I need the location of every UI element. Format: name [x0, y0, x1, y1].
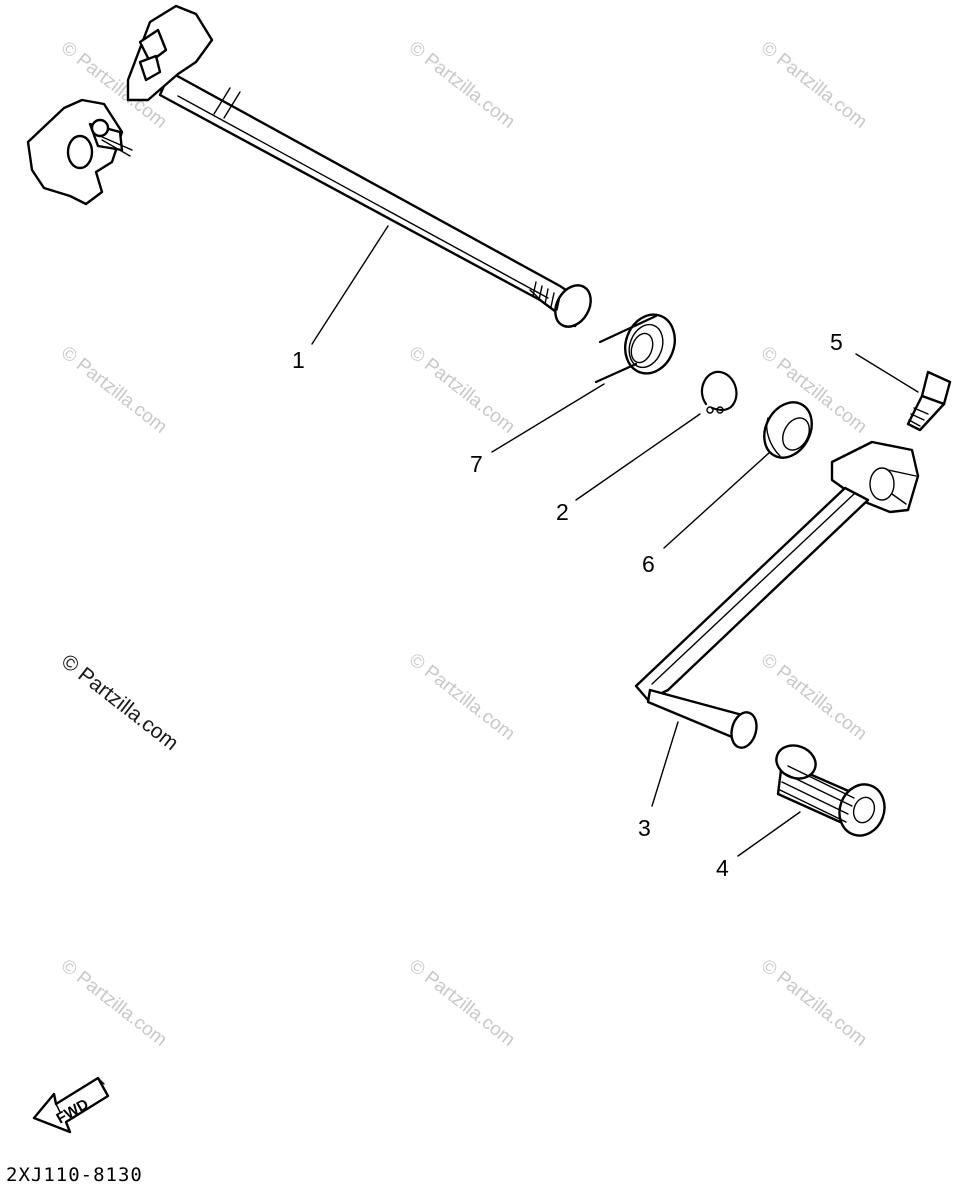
- watermark: © Partzilla.com: [757, 649, 871, 744]
- callout-7: 7: [470, 451, 483, 477]
- leader-5: [855, 353, 919, 393]
- leader-2: [575, 413, 701, 501]
- leader-1: [311, 225, 389, 345]
- watermark-layer: © Partzilla.com © Partzilla.com © Partzi…: [57, 37, 871, 1050]
- watermark: © Partzilla.com: [57, 342, 171, 437]
- part-circlip: [700, 370, 738, 414]
- callout-5: 5: [830, 329, 843, 355]
- fwd-arrow-icon: FWD: [32, 1076, 110, 1134]
- callout-3: 3: [638, 815, 651, 841]
- watermark: © Partzilla.com: [57, 955, 171, 1050]
- watermark: © Partzilla.com: [405, 37, 519, 132]
- part-shift-shaft: [26, 4, 592, 328]
- callout-6: 6: [642, 551, 655, 577]
- leader-3: [651, 721, 679, 807]
- leader-lines: [311, 225, 919, 857]
- watermark: © Partzilla.com: [757, 955, 871, 1050]
- callout-2: 2: [556, 499, 569, 525]
- diagram-code: 2XJ110-8130: [6, 1164, 143, 1186]
- watermark: © Partzilla.com: [405, 342, 519, 437]
- leader-7: [491, 383, 605, 453]
- watermark: © Partzilla.com: [405, 649, 519, 744]
- callout-1: 1: [292, 347, 305, 373]
- watermark: © Partzilla.com: [757, 37, 871, 132]
- callout-4: 4: [716, 855, 729, 881]
- leader-6: [663, 451, 771, 549]
- part-pedal-rubber: [775, 744, 886, 837]
- watermark: © Partzilla.com: [405, 955, 519, 1050]
- part-bolt: [906, 370, 952, 432]
- part-torsion-spring: [594, 313, 676, 384]
- part-oil-seal: [763, 401, 813, 459]
- watermark-dark: © Partzilla.com: [57, 650, 183, 755]
- callout-labels: 1 7 2 6 5 3 4: [292, 329, 843, 881]
- part-shift-pedal: [634, 440, 920, 749]
- leader-4: [737, 811, 801, 857]
